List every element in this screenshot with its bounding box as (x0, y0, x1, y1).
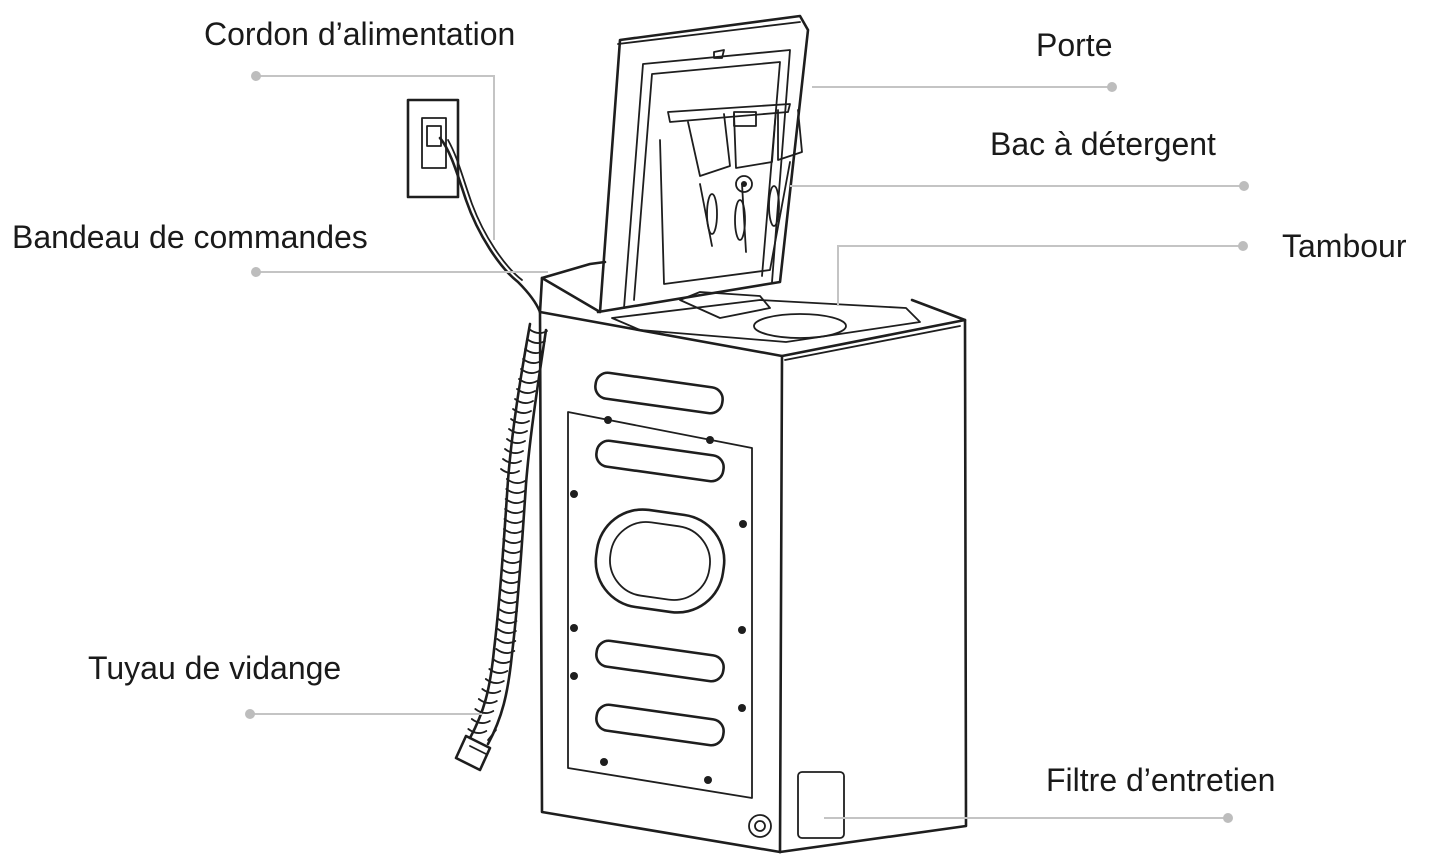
label-drum: Tambour (1282, 228, 1407, 264)
hose-rib (502, 528, 523, 534)
hose-rib (504, 498, 525, 504)
machine-body (538, 260, 968, 854)
hose-rib (508, 428, 528, 434)
hose-rib (526, 338, 546, 344)
hose-rib (524, 348, 544, 354)
hose-rib (484, 678, 505, 684)
label-power-cord: Cordon d’alimentation (204, 16, 515, 52)
door-dot (1107, 82, 1117, 92)
hose-rib (528, 328, 548, 334)
hose-rib (497, 618, 518, 624)
hose-rib (516, 388, 536, 394)
drum-dot (1238, 241, 1248, 251)
power-cord-dot (251, 71, 261, 81)
hose-rib (501, 558, 521, 564)
hose-rib (503, 518, 524, 524)
hose-rib (500, 468, 520, 474)
hose-rib (477, 698, 498, 704)
label-drain-hose: Tuyau de vidange (88, 650, 341, 686)
label-service-filter: Filtre d’entretien (1046, 762, 1275, 798)
detergent-tray (659, 103, 803, 285)
leader-lines (245, 71, 1249, 823)
label-door: Porte (1036, 27, 1112, 63)
hose-rib (496, 628, 517, 634)
hose-rib (500, 568, 521, 574)
hose-rib (518, 378, 538, 384)
hose-rib (470, 718, 491, 724)
hose-rib (496, 638, 517, 644)
hose-rib (520, 368, 540, 374)
hose-rib (522, 358, 542, 364)
detergent-tray-dot (1239, 181, 1249, 191)
hose-rib (499, 578, 520, 584)
label-detergent-tray: Bac à détergent (990, 126, 1216, 162)
hose-rib (495, 648, 516, 654)
callout-labels: Cordon d’alimentation Bandeau de command… (12, 16, 1407, 798)
hose-rib (481, 688, 502, 694)
hose-rib (488, 668, 509, 674)
hose-rib (504, 448, 524, 454)
drain-hose-dot (245, 709, 255, 719)
hose-rib (510, 418, 530, 424)
hose-rib (499, 588, 520, 594)
open-lid (596, 14, 810, 314)
hose-rib (501, 548, 522, 554)
service-filter-dot (1223, 813, 1233, 823)
power-cord (438, 136, 542, 314)
wall-outlet (406, 98, 460, 199)
hose-rib (467, 728, 488, 734)
hose-rib (502, 458, 522, 464)
hose-rib (498, 608, 518, 614)
hose-rib (474, 708, 495, 714)
hose-rib (512, 408, 532, 414)
service-filter-door (797, 771, 845, 839)
hose-rib (502, 538, 523, 544)
control-panel-dot (251, 267, 261, 277)
hose-rib (504, 508, 524, 514)
drain-hose (454, 322, 548, 772)
washing-machine-illustration (406, 14, 968, 854)
hose-rib (498, 598, 519, 604)
hose-rib (505, 478, 526, 484)
hose-rib (491, 658, 512, 664)
hose-rib (506, 438, 526, 444)
hose-rib (514, 398, 534, 404)
label-control-panel: Bandeau de commandes (12, 219, 368, 255)
hose-rib (505, 488, 526, 494)
